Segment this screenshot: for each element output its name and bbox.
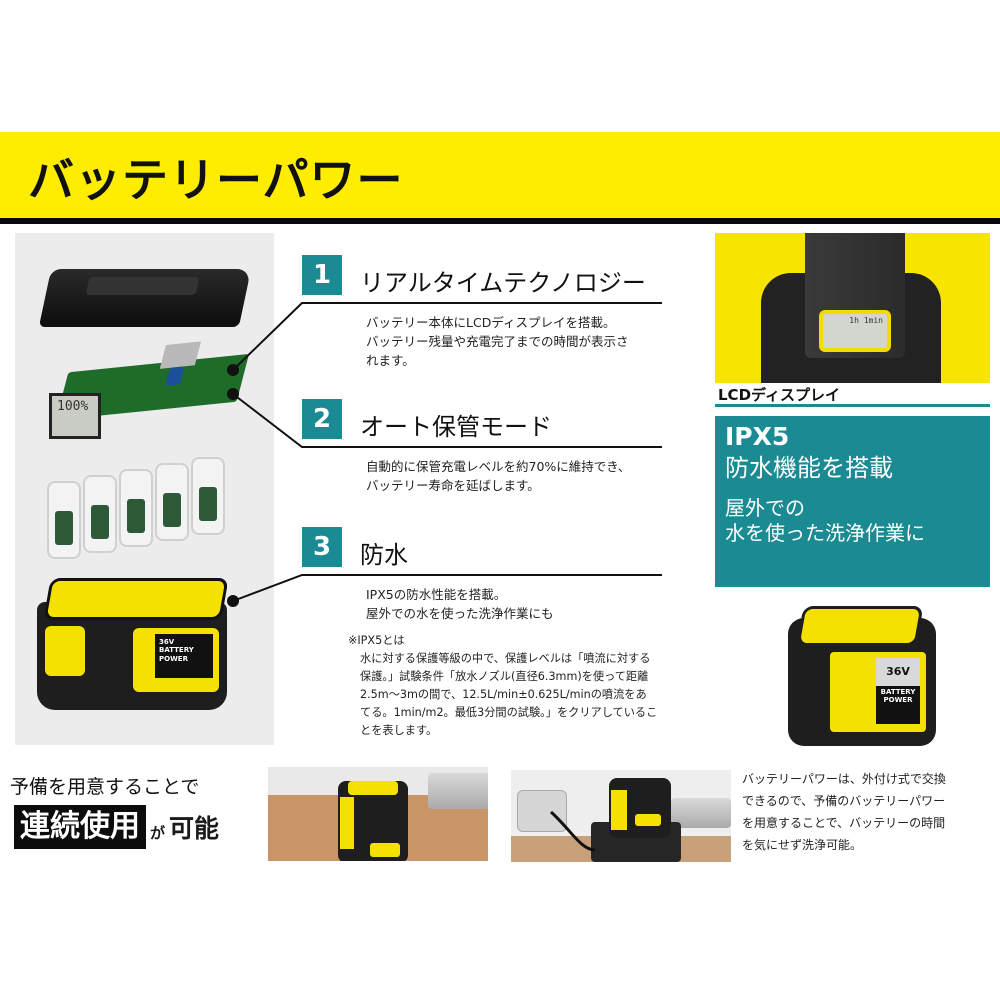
header-band: バッテリーパワー xyxy=(0,132,1000,224)
continuous-use-highlight: 連続使用 xyxy=(14,805,146,849)
spare-headline: 予備を用意することで xyxy=(10,776,200,798)
battery-cover-image xyxy=(38,269,252,327)
ipx5-title: IPX5 xyxy=(725,422,790,451)
battery-case-image: 36V BATTERY POWER xyxy=(37,578,229,710)
lcd-readout: 100% xyxy=(57,399,89,414)
exploded-view-panel: 100% 36V BATTERY POWER xyxy=(15,233,274,745)
lcd-module-image: 100% xyxy=(49,393,101,439)
spare-description: バッテリーパワーは、外付け式で交換 できるので、予備のバッテリーパワー を用意す… xyxy=(742,772,946,852)
ipx5-subtitle: 防水機能を搭載 xyxy=(725,454,893,482)
battery-on-table-photo xyxy=(268,767,488,861)
ipx5-footnote: ※IPX5とは 水に対する保護等級の中で、保護レベルは「噴流に対する 保護。」試… xyxy=(348,632,657,740)
battery-cells-image xyxy=(47,457,237,571)
case-label: 36V BATTERY POWER xyxy=(155,634,213,678)
feature-number-badge: 3 xyxy=(302,527,342,567)
lcd-screen: 1h 1min xyxy=(819,310,891,352)
feature-auto-storage-mode: 2 オート保管モード 自動的に保管充電レベルを約70%に維持でき、 バッテリー寿… xyxy=(300,399,660,509)
feature-title: リアルタイムテクノロジー xyxy=(360,269,646,297)
battery-voltage: 36V xyxy=(876,658,920,686)
feature-body: バッテリー本体にLCDディスプレイを搭載。 バッテリー残量や充電完了までの時間が… xyxy=(366,315,629,368)
feature-body: IPX5の防水性能を搭載。 屋外での水を使った洗浄作業にも xyxy=(366,587,554,621)
feature-title: オート保管モード xyxy=(360,413,552,441)
footnote-heading: ※IPX5とは xyxy=(348,634,405,647)
battery-product-photo: BATTERY POWER 36V xyxy=(780,600,960,752)
feature-waterproof: 3 防水 IPX5の防水性能を搭載。 屋外での水を使った洗浄作業にも xyxy=(300,527,660,627)
lcd-display-photo: 1h 1min xyxy=(715,233,990,383)
continuous-use-headline: 連続使用 が 可能 xyxy=(14,803,219,849)
feature-number-badge: 1 xyxy=(302,255,342,295)
feature-number-badge: 2 xyxy=(302,399,342,439)
battery-charging-photo xyxy=(511,770,731,862)
header-rule xyxy=(0,218,1000,224)
ipx5-callout-box: IPX5 防水機能を搭載 屋外での 水を使った洗浄作業に xyxy=(715,416,990,587)
feature-body: 自動的に保管充電レベルを約70%に維持でき、 バッテリー寿命を延ばします。 xyxy=(366,459,631,493)
lcd-caption: LCDディスプレイ xyxy=(718,386,840,404)
possible-text: 可能 xyxy=(169,814,220,843)
ipx5-description: 屋外での 水を使った洗浄作業に xyxy=(725,496,925,545)
page-title: バッテリーパワー xyxy=(28,153,404,207)
feature-realtime-technology: 1 リアルタイムテクノロジー バッテリー本体にLCDディスプレイを搭載。 バッテ… xyxy=(300,255,660,375)
caption-rule xyxy=(715,404,990,407)
feature-title: 防水 xyxy=(360,541,408,569)
footnote-body: 水に対する保護等級の中で、保護レベルは「噴流に対する 保護。」試験条件「放水ノズ… xyxy=(360,652,658,737)
particle-text: が xyxy=(150,824,166,842)
